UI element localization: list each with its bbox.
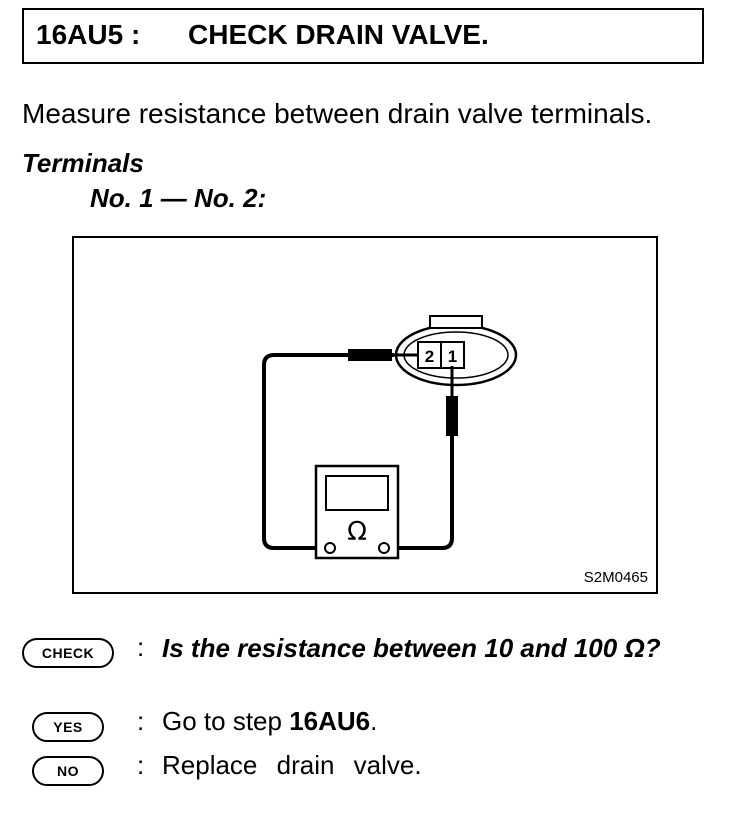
yes-colon: : <box>137 706 145 736</box>
meter-right-terminal <box>378 542 390 554</box>
wiring-diagram: 2 1 Ω S2M0465 <box>72 236 658 594</box>
right-probe-tip <box>446 396 458 436</box>
yes-action-suffix: . <box>370 706 378 736</box>
yes-badge: YES <box>32 712 104 742</box>
no-action: Replace drain valve. <box>162 750 422 780</box>
step-header-box: 16AU5 : CHECK DRAIN VALVE. <box>22 8 704 64</box>
step-title: CHECK DRAIN VALVE. <box>188 19 489 50</box>
ohmmeter-display <box>325 475 389 511</box>
figure-id: S2M0465 <box>583 569 648 586</box>
left-probe-lead <box>262 353 394 550</box>
no-badge: NO <box>32 756 104 786</box>
check-colon: : <box>137 632 145 662</box>
terminals-heading: Terminals <box>22 148 144 178</box>
connector-pin-2-label: 2 <box>425 347 434 366</box>
check-question: Is the resistance between 10 and 100 Ω? <box>162 633 661 663</box>
yes-action: Go to step 16AU6. <box>162 706 377 737</box>
connector-pin-1-label: 1 <box>448 347 457 366</box>
terminals-value: No. 1 — No. 2: <box>90 183 267 213</box>
check-badge: CHECK <box>22 638 114 668</box>
left-probe-tip <box>348 349 392 361</box>
meter-left-terminal <box>324 542 336 554</box>
no-colon: : <box>137 750 145 780</box>
yes-step-reference: 16AU6 <box>289 706 371 736</box>
right-probe-lead <box>392 436 454 550</box>
wiring-diagram-graphic: 2 1 Ω <box>262 315 518 560</box>
connector-latch <box>429 315 483 329</box>
ohm-symbol: Ω <box>347 517 367 547</box>
step-code: 16AU5 : <box>36 19 141 50</box>
instruction-text: Measure resistance between drain valve t… <box>22 98 653 129</box>
yes-action-prefix: Go to step <box>162 706 290 736</box>
